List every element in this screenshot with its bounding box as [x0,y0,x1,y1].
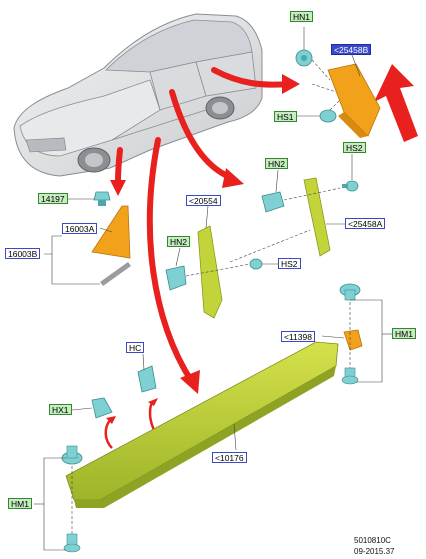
a-pillar-trim [91,205,131,286]
fastener-hm1-left-top [61,445,83,465]
label-hn2-mid[interactable]: HN2 [167,236,191,247]
leader-lines-middle [175,154,353,277]
label-20554[interactable]: <20554 [186,195,221,206]
label-hm1-right[interactable]: HM1 [392,328,416,339]
label-hs1[interactable]: HS1 [274,111,297,122]
label-11398[interactable]: <11398 [281,331,315,342]
fastener-hx1 [91,397,113,419]
trim-panel-upper [327,63,381,138]
label-hn2-top[interactable]: HN2 [265,158,289,169]
label-hn1[interactable]: HN1 [290,11,314,22]
label-hx1[interactable]: HX1 [49,404,72,415]
arrow-to-a-pillar [115,147,123,185]
arrow-to-sill [146,137,195,385]
b-pillar-trim-25458a [303,177,331,257]
direction-arrow-large [374,64,418,142]
b-pillar-trim-20554 [197,225,223,319]
label-hc[interactable]: HC [126,342,145,353]
label-10176[interactable]: <10176 [212,452,247,463]
side-sill-panel [65,341,339,508]
arrow-heads [110,74,300,394]
fastener-hn2-top [261,191,285,213]
fastener-hs2-mid [249,258,263,270]
label-hs2-mid[interactable]: HS2 [278,258,301,269]
label-25458b[interactable]: <25458B [331,44,372,55]
label-25458a[interactable]: <25458A [345,218,386,229]
leader-lines-lower [34,299,392,551]
label-14197[interactable]: 14197 [38,193,68,204]
fastener-hm1-right-bottom [341,367,359,385]
clip-11398 [343,329,363,351]
fastener-hm1-left-bottom [63,533,81,553]
fastener-14197 [93,191,111,206]
fastener-hs1 [319,109,337,123]
label-16003b[interactable]: 16003B [5,248,41,259]
arrow-to-pillar-trim [169,89,235,181]
fastener-hs2-top [342,180,359,192]
fastener-hc [137,365,157,393]
diagram-date: 09-2015.37 [354,547,395,556]
fastener-hm1-right-top [339,283,361,301]
fastener-hn1 [295,49,313,67]
diagram-code: 5010810C [354,536,391,545]
leader-lines-left [44,198,113,285]
vehicle-illustration [13,13,263,177]
label-hm1-left[interactable]: HM1 [8,498,32,509]
fastener-hn2-mid [165,265,187,291]
label-16003a[interactable]: 16003A [62,223,98,234]
label-hs2-top[interactable]: HS2 [343,142,366,153]
